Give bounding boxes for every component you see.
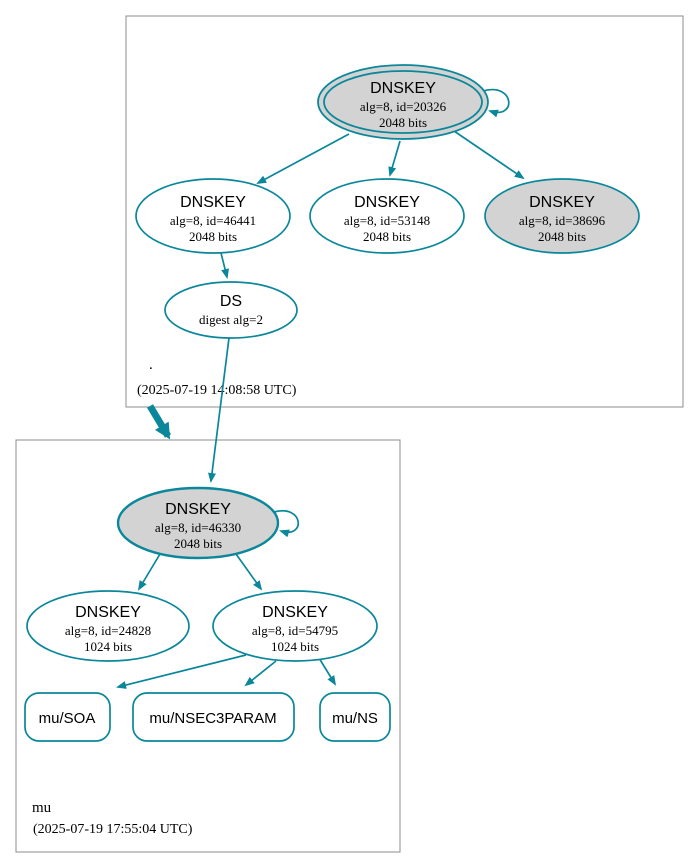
dnskey-20326-title: DNSKEY <box>370 80 436 97</box>
edge-mu-ksk-self-sign <box>273 509 299 538</box>
node-dnskey-53148: DNSKEY alg=8, id=53148 2048 bits <box>309 178 465 254</box>
node-rrset-mu-nsec3param: mu/NSEC3PARAM <box>132 692 295 742</box>
dnskey-24828-bits: 1024 bits <box>84 639 132 654</box>
edge-zsk46441-to-ds <box>220 252 229 279</box>
dnskey-54795-shape <box>212 590 378 662</box>
dnskey-38696-shape <box>484 178 640 254</box>
node-rrset-mu-ns: mu/NS <box>319 692 391 742</box>
dnskey-24828-detail: alg=8, id=24828 <box>65 623 151 638</box>
dnskey-46441-bits: 2048 bits <box>189 229 237 244</box>
edge-root-ksk-to-zsk53148 <box>388 140 401 177</box>
rrset-mu-soa-label: mu/SOA <box>39 710 96 727</box>
node-dnskey-38696: DNSKEY alg=8, id=38696 2048 bits <box>484 178 640 254</box>
dnskey-46441-shape <box>135 178 291 254</box>
edge-root-ksk-to-zsk46441 <box>256 133 350 184</box>
edge-zsk54795-to-ns <box>318 657 337 686</box>
dnskey-46441-detail: alg=8, id=46441 <box>170 213 256 228</box>
zone-name-root: . <box>149 357 153 373</box>
node-rrset-mu-soa: mu/SOA <box>24 692 111 742</box>
dnskey-54795-detail: alg=8, id=54795 <box>252 623 338 638</box>
edge-root-ksk-self-sign <box>482 88 510 118</box>
dnskey-54795-title: DNSKEY <box>262 604 328 621</box>
edge-root-ksk-to-key38696 <box>453 130 525 180</box>
zone-name-mu: mu <box>32 800 52 816</box>
edge-root-delegation-to-mu <box>146 404 172 440</box>
rrset-mu-ns-label: mu/NS <box>332 710 378 727</box>
dnskey-20326-inner-ring <box>323 70 483 134</box>
dnskey-46330-title: DNSKEY <box>165 501 231 518</box>
zone-timestamp-root: (2025-07-19 14:08:58 UTC) <box>137 383 297 398</box>
zone-timestamp-mu: (2025-07-19 17:55:04 UTC) <box>33 822 193 837</box>
node-dnskey-46441: DNSKEY alg=8, id=46441 2048 bits <box>135 178 291 254</box>
node-ds-root: DS digest alg=2 <box>164 281 298 339</box>
dnskey-46330-shape <box>116 486 280 560</box>
dnskey-46330-detail: alg=8, id=46330 <box>155 520 241 535</box>
dnskey-24828-title: DNSKEY <box>75 604 141 621</box>
rrset-mu-nsec3param-shape <box>132 692 295 742</box>
node-dnskey-20326: DNSKEY alg=8, id=20326 2048 bits <box>317 64 489 140</box>
dnskey-38696-title: DNSKEY <box>529 194 595 211</box>
dnskey-38696-detail: alg=8, id=38696 <box>519 213 606 228</box>
dnskey-20326-detail: alg=8, id=20326 <box>360 99 447 114</box>
dnskey-53148-shape <box>309 178 465 254</box>
edge-mu-ksk-to-zsk24828 <box>137 553 161 591</box>
ds-title: DS <box>220 293 242 310</box>
node-dnskey-24828: DNSKEY alg=8, id=24828 1024 bits <box>26 590 190 662</box>
edge-mu-ksk-to-zsk54795 <box>235 553 263 591</box>
edge-zsk54795-to-nsec3param <box>244 660 277 687</box>
dnskey-46441-title: DNSKEY <box>180 194 246 211</box>
ds-shape <box>164 281 298 339</box>
edge-ds-to-mu-ksk <box>208 337 230 483</box>
dnskey-54795-bits: 1024 bits <box>271 639 319 654</box>
dnskey-53148-bits: 2048 bits <box>363 229 411 244</box>
dnskey-20326-bits: 2048 bits <box>379 115 427 130</box>
dnskey-24828-shape <box>26 590 190 662</box>
dnskey-46330-bits: 2048 bits <box>174 536 222 551</box>
dnskey-38696-bits: 2048 bits <box>538 229 586 244</box>
node-dnskey-54795: DNSKEY alg=8, id=54795 1024 bits <box>212 590 378 662</box>
dnskey-53148-title: DNSKEY <box>354 194 420 211</box>
rrset-mu-soa-shape <box>24 692 111 742</box>
edge-zsk54795-to-soa <box>116 654 247 689</box>
node-dnskey-46330: DNSKEY alg=8, id=46330 2048 bits <box>116 486 280 560</box>
ds-detail: digest alg=2 <box>199 312 263 327</box>
rrset-mu-nsec3param-label: mu/NSEC3PARAM <box>149 710 276 727</box>
dnskey-53148-detail: alg=8, id=53148 <box>344 213 430 228</box>
edges <box>116 88 525 689</box>
rrset-mu-ns-shape <box>319 692 391 742</box>
